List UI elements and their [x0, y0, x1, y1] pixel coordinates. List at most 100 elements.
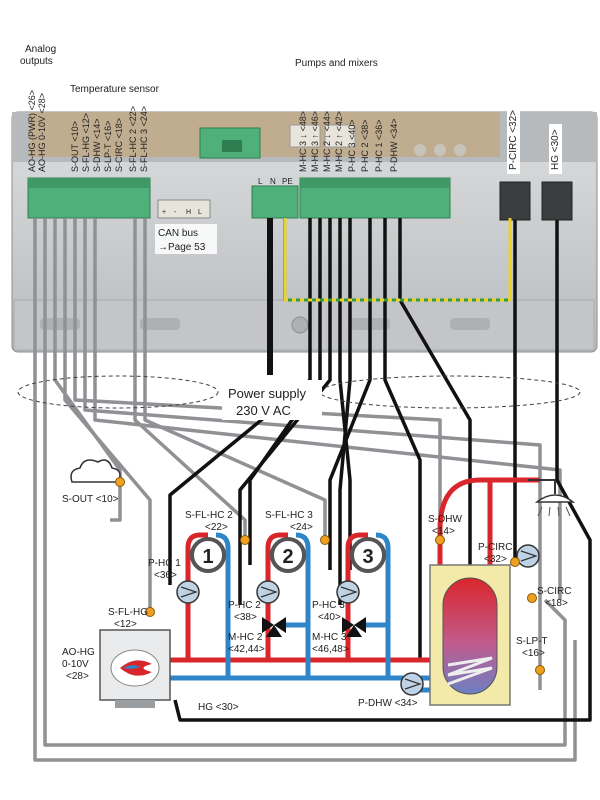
- terminal-block-pcirc: [499, 181, 531, 221]
- diagram-labels: S-OUT <10> S-FL-HC 2 <22> S-FL-HC 3 <24>…: [62, 494, 571, 713]
- terminal-block-can: [157, 199, 211, 219]
- cloud-icon: [70, 459, 121, 483]
- label-s-dhw: S-DHW: [428, 514, 462, 525]
- heating-circuit-2: 2: [270, 537, 306, 573]
- circuit-number-1: 1: [202, 546, 213, 568]
- sensor-terminal-label-wrap-6: S-FL-HC 3 <24>: [139, 106, 149, 172]
- power-terminal-n: N: [270, 177, 276, 186]
- pump-wires: [168, 218, 592, 722]
- label-m-hc3-id: <46,48>: [312, 644, 349, 655]
- header-analog-outputs-2: outputs: [20, 56, 53, 67]
- analog-terminal-label-wrap-0: AO-HG (PWR) <26>: [27, 90, 37, 172]
- wiring: [33, 218, 592, 762]
- sensor-dot-s-fl-hc2: [240, 535, 250, 545]
- pump-terminal-label-2: M-HC 2 ↓ <44>: [322, 111, 332, 172]
- analog-terminal-label-1: AO-HG 0-10V <28>: [37, 93, 47, 172]
- label-s-fl-hg: S-FL-HG: [108, 607, 148, 618]
- label-p-hc1-id: <36>: [154, 570, 177, 581]
- heat-generator: [99, 629, 171, 708]
- label-s-fl-hc2-id: <22>: [205, 522, 228, 533]
- label-ao-hg-id: <28>: [66, 671, 89, 682]
- sensor-dot-s-out: [115, 477, 125, 487]
- label-p-hc3: P-HC 3: [312, 600, 345, 611]
- pump-p-hc3: [336, 580, 360, 604]
- label-m-hc2-id: <42,44>: [228, 644, 265, 655]
- pump-terminal-labels: M-HC 3 ↓ <48>M-HC 3 ↑ <46>M-HC 2 ↓ <44>M…: [298, 111, 399, 172]
- cable-entry-left: [17, 375, 219, 409]
- controller-housing: [11, 111, 598, 353]
- shower-icon: [528, 479, 576, 517]
- circuit-number-3: 3: [362, 546, 373, 568]
- power-supply-voltage: 230 V AC: [236, 403, 291, 418]
- pump-p-hc2: [256, 580, 280, 604]
- label-p-circ-id: <32>: [484, 554, 507, 565]
- sensor-terminal-label-wrap-5: S-FL-HC 2 <22>: [128, 106, 138, 172]
- sensor-dot-s-lp-t: [535, 665, 545, 675]
- label-p-circ: P-CIRC: [478, 542, 512, 553]
- can-bus-page-link: →Page 53: [158, 242, 206, 253]
- pump-terminal-label-3: M-HC 2 ↑ <42>: [334, 111, 344, 172]
- can-pin-plus: +: [162, 209, 166, 216]
- pcirc-terminal-label: P-CIRC <32>: [508, 110, 519, 170]
- analog-terminal-label-wrap-1: AO-HG 0-10V <28>: [37, 93, 47, 172]
- can-pin-l: L: [198, 209, 202, 216]
- mixer-valve-m-hc2: [262, 617, 286, 637]
- dhw-tank: [429, 564, 511, 706]
- heating-circuit-1: 1: [190, 537, 226, 573]
- label-s-fl-hg-id: <12>: [114, 619, 137, 630]
- label-s-dhw-id: <14>: [432, 526, 455, 537]
- analog-terminal-labels: AO-HG (PWR) <26>AO-HG 0-10V <28>: [27, 90, 47, 172]
- power-supply-label: Power supply: [228, 386, 307, 401]
- pump-terminal-label-6: P-HC 1 <36>: [374, 119, 384, 172]
- label-p-hc2-id: <38>: [234, 612, 257, 623]
- pump-terminal-label-wrap-5: P-HC 2 <38>: [360, 119, 370, 172]
- pump-terminal-label-wrap-6: P-HC 1 <36>: [374, 119, 384, 172]
- pump-terminal-label-wrap-0: M-HC 3 ↓ <48>: [298, 111, 308, 172]
- label-s-fl-hc3: S-FL-HC 3: [265, 510, 313, 521]
- power-terminal-l: L: [258, 177, 263, 186]
- sensor-terminal-label-1: S-FL-HG <12>: [81, 113, 91, 172]
- label-p-hc1: P-HC 1: [148, 558, 181, 569]
- sensor-dot-s-fl-hc3: [320, 535, 330, 545]
- sensor-terminal-label-6: S-FL-HC 3 <24>: [139, 106, 149, 172]
- pump-p-hc1: [176, 580, 200, 604]
- pump-terminal-label-7: P-DHW <34>: [389, 118, 399, 172]
- sensor-wires: [33, 218, 577, 762]
- pe-wire: [283, 218, 512, 302]
- hg-terminal-label-wrap: HG <30>: [549, 124, 562, 174]
- can-pin-minus: -: [174, 209, 177, 216]
- pump-terminal-label-4: P-HC 3 <40>: [347, 119, 357, 172]
- pump-terminal-label-wrap-3: M-HC 2 ↑ <42>: [334, 111, 344, 172]
- pump-terminal-label-wrap-4: P-HC 3 <40>: [347, 119, 357, 172]
- sensor-terminal-label-wrap-1: S-FL-HG <12>: [81, 113, 91, 172]
- pcirc-terminal-label-wrap: P-CIRC <32>: [507, 110, 520, 174]
- pump-terminal-label-5: P-HC 2 <38>: [360, 119, 370, 172]
- sensor-terminal-label-2: S-DHW <14>: [92, 118, 102, 172]
- sensor-dot-s-dhw: [435, 535, 445, 545]
- hg-terminal-label: HG <30>: [550, 129, 561, 170]
- pump-p-circ: [516, 544, 540, 568]
- sensor-terminal-label-3: S-LP-T <16>: [103, 121, 113, 172]
- pump-terminal-label-wrap-7: P-DHW <34>: [389, 118, 399, 172]
- label-s-fl-hc3-id: <24>: [290, 522, 313, 533]
- sensor-terminal-labels: S-OUT <10>S-FL-HG <12>S-DHW <14>S-LP-T <…: [70, 106, 149, 172]
- label-m-hc2: M-HC 2: [228, 632, 263, 643]
- sensor-terminal-label-wrap-4: S-CIRC <18>: [114, 118, 124, 172]
- label-p-hc2: P-HC 2: [228, 600, 261, 611]
- label-s-out: S-OUT <10>: [62, 494, 119, 505]
- label-ao-hg-type: 0-10V: [62, 659, 89, 670]
- terminal-block-power: [251, 185, 299, 219]
- label-s-circ: S-CIRC: [537, 586, 571, 597]
- pump-terminal-label-wrap-2: M-HC 2 ↓ <44>: [322, 111, 332, 172]
- terminal-block-pumps: [299, 177, 451, 219]
- label-s-lp-t-id: <16>: [522, 648, 545, 659]
- can-pin-h: H: [186, 209, 191, 216]
- sensor-terminal-label-4: S-CIRC <18>: [114, 118, 124, 172]
- cable-entry-right: [319, 375, 581, 409]
- power-terminal-pe: PE: [282, 177, 293, 186]
- pump-terminal-label-0: M-HC 3 ↓ <48>: [298, 111, 308, 172]
- analog-terminal-label-0: AO-HG (PWR) <26>: [27, 90, 37, 172]
- pump-p-dhw: [400, 672, 424, 696]
